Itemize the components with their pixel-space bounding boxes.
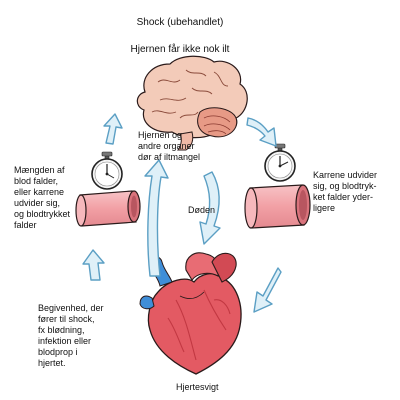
stopwatch-icon-right: [264, 143, 296, 182]
arrow-to-brain: [103, 113, 123, 145]
diagram-title: Shock (ubehandlet): [136, 17, 224, 28]
arrow-brain-to-death: [199, 171, 221, 245]
death-label: Døden: [188, 205, 216, 215]
brain-illustration: [136, 55, 248, 151]
heart-failure-label: Hjertesvigt: [176, 382, 219, 392]
heart-illustration: [139, 252, 242, 375]
arrow-right-to-heart: [253, 267, 282, 313]
organs-die-label: Hjernen og andre organer dør af iltmange…: [138, 130, 201, 162]
blood-vessel-right: [244, 184, 311, 229]
arrow-to-left-vessel: [82, 249, 105, 281]
blood-vessel-left: [75, 190, 141, 227]
brain-lack-oxygen-label: Hjernen får ikke nok ilt: [130, 44, 230, 55]
arrow-brain-to-right: [246, 117, 277, 147]
arrow-heart-to-brain: [144, 159, 169, 277]
stopwatch-icon-left: [91, 151, 123, 190]
vessels-dilate-label: Karrene udvider sig, og blodtryk- ket fa…: [313, 170, 378, 213]
blood-volume-falls-label: Mængden af blod falder, eller karrene ud…: [14, 165, 71, 230]
triggering-event-label: Begivenhed, der fører til shock, fx blød…: [38, 303, 104, 368]
